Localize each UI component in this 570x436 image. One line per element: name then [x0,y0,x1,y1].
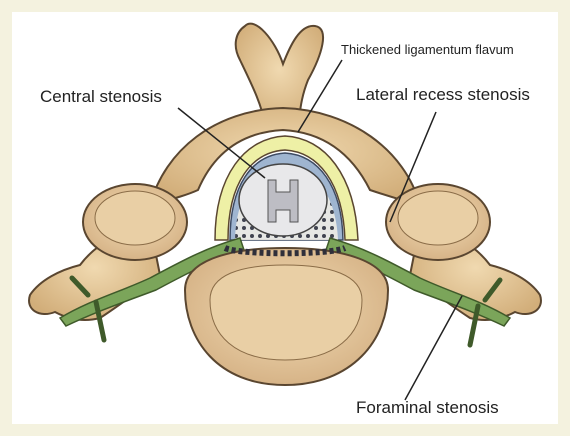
lateral-recess-stenosis-label: Lateral recess stenosis [356,85,530,105]
foraminal-stenosis-label: Foraminal stenosis [356,398,499,418]
ligamentum-flavum-label: Thickened ligamentum flavum [341,42,514,57]
central-stenosis-label: Central stenosis [40,87,162,107]
foraminal-leader [405,296,462,400]
